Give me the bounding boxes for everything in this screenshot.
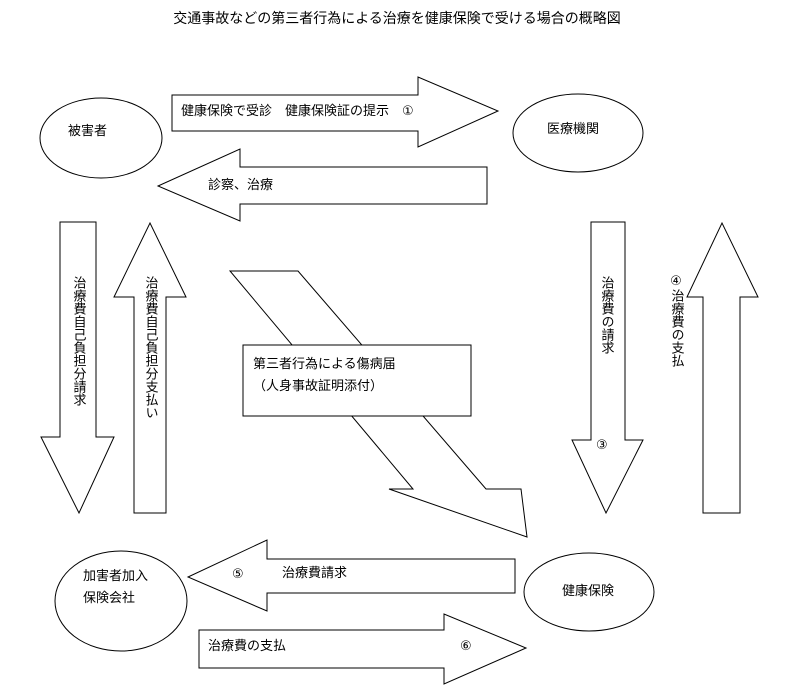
node-insurer: 加害者加入 保険会社 — [54, 550, 188, 652]
node-insurer-label-line1: 加害者加入 — [83, 568, 148, 584]
arrow-copay-payment: 治療費自己負担分支払い — [113, 221, 187, 514]
injury-notice-line1: 第三者行為による傷病届 — [253, 356, 396, 372]
arrow-visit-label: 健康保険で受診 健康保険証の提示 ① — [181, 103, 414, 119]
arrow-visit: 健康保険で受診 健康保険証の提示 ① — [171, 76, 500, 148]
node-victim-label: 被害者 — [68, 123, 107, 139]
arrow-hospital-payment-label: ④治療費の支払 — [669, 274, 685, 367]
arrow-insurer-payment-number: ⑥ — [460, 639, 472, 654]
arrow-insurer-payment-label: 治療費の支払 — [208, 639, 286, 654]
arrow-insurer-claim: ⑤ 治療費請求 — [186, 539, 516, 612]
arrow-copay-claim-label: 治療費自己負担分請求 — [71, 276, 87, 406]
injury-notice-line2: （人身事故証明添付） — [253, 378, 383, 394]
arrow-treatment: 診察、治療 — [156, 148, 488, 222]
arrow-hospital-claim-number: ③ — [596, 438, 608, 453]
node-health-insurance: 健康保険 — [523, 552, 655, 632]
arrow-treatment-label: 診察、治療 — [208, 177, 273, 193]
arrow-copay-claim: 治療費自己負担分請求 — [40, 221, 115, 515]
node-insurer-label-line2: 保険会社 — [83, 590, 135, 606]
diagram-title: 交通事故などの第三者行為による治療を健康保険で受ける場合の概略図 — [173, 10, 621, 27]
arrow-hospital-claim: 治療費の請求 ③ — [571, 221, 644, 515]
arrow-insurer-claim-label: 治療費請求 — [282, 566, 347, 581]
arrow-hospital-claim-label: 治療費の請求 — [599, 276, 615, 354]
node-victim: 被害者 — [39, 97, 163, 179]
arrow-copay-payment-label: 治療費自己負担分支払い — [143, 276, 159, 419]
arrow-insurer-claim-number: ⑤ — [232, 567, 244, 582]
node-health-insurance-label: 健康保険 — [562, 583, 614, 599]
arrow-hospital-payment: ④治療費の支払 — [669, 221, 759, 514]
node-hospital: 医療機関 — [512, 93, 644, 173]
node-hospital-label: 医療機関 — [547, 122, 599, 137]
arrow-insurer-payment: 治療費の支払 ⑥ — [198, 613, 528, 685]
injury-notice-box: 第三者行為による傷病届 （人身事故証明添付） — [242, 344, 472, 417]
